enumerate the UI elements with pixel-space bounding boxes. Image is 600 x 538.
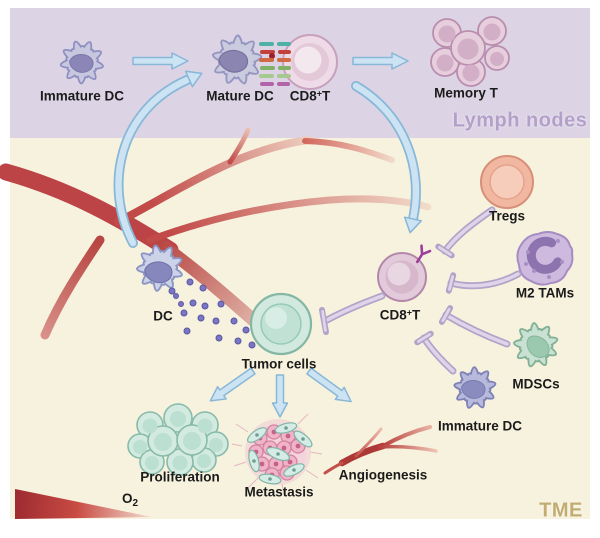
tregs-label: Tregs	[488, 208, 526, 224]
proliferation-arrow	[209, 367, 256, 402]
m2-tams-cell	[516, 231, 574, 286]
oxygen-label: O2	[121, 491, 139, 509]
metastasis-mass	[231, 413, 323, 495]
maturation-arrow	[132, 52, 189, 70]
blood-vessel-network	[0, 127, 432, 355]
proliferation-label: Proliferation	[140, 469, 220, 485]
immature-dc-tme-label: Immature DC	[437, 418, 523, 434]
inhibition-arrow-mdscs	[438, 305, 511, 348]
inhibition-arrow-immature-dc	[414, 330, 457, 375]
mdscs-label: MDSCs	[512, 376, 560, 392]
immature-dc-lymph-label: Immature DC	[39, 88, 125, 104]
cd8t-lymph-label: CD8+T	[289, 88, 331, 104]
dc-label: DC	[153, 308, 173, 324]
immature-dc-cell-tme	[450, 362, 501, 414]
immature-dc-cell-lymph	[56, 36, 109, 89]
angiogenesis-arrow	[306, 367, 352, 403]
tregs-cell	[480, 155, 534, 209]
mature-dc-cell	[209, 31, 266, 89]
oxygen-gradient-wedge	[15, 489, 152, 519]
tme-title: TME	[539, 499, 583, 522]
y-receptor-icon	[415, 244, 432, 264]
memory-t-label: Memory T	[434, 85, 498, 101]
antigen-dots	[168, 278, 256, 349]
tumor-outcome-arrows	[209, 367, 352, 418]
m2-tams-label: M2 TAMs	[515, 285, 575, 301]
tcell-homing-arrow	[351, 81, 423, 234]
angiogenesis-vessel	[323, 425, 438, 475]
mature-dc-label: Mature DC	[206, 88, 274, 104]
proliferation-cluster	[127, 403, 229, 476]
memory-t-cluster	[430, 16, 510, 87]
tumor-cells-label: Tumor cells	[241, 356, 317, 372]
lymph-nodes-title: Lymph nodes	[452, 109, 588, 132]
metastasis-arrow	[271, 374, 289, 418]
synapse-receptors	[259, 42, 291, 86]
inhibition-arrows	[319, 206, 522, 375]
tumor-cell	[249, 292, 313, 356]
inhibition-arrow-cd8t-tumor	[319, 292, 386, 335]
metastasis-label: Metastasis	[244, 484, 314, 500]
cd8t-cell-lymph	[282, 34, 338, 90]
inhibition-arrow-m2tams	[445, 270, 522, 294]
inhibition-arrow-tregs	[435, 206, 496, 259]
memory-differentiation-arrow	[352, 52, 409, 70]
cd8t-tme-label: CD8+T	[379, 307, 421, 323]
dc-migration-arrow	[113, 70, 203, 248]
angiogenesis-label: Angiogenesis	[338, 467, 428, 483]
mdscs-cell	[506, 315, 567, 375]
cd8t-cell-tme	[377, 244, 432, 302]
